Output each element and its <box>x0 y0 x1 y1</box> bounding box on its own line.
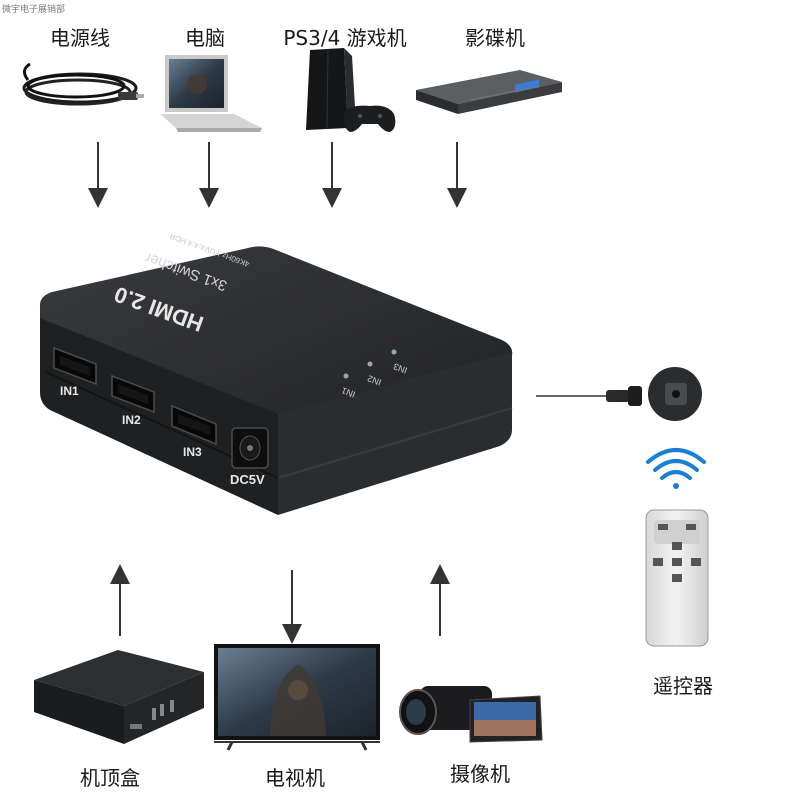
label-set-top-box: 机顶盒 <box>80 766 140 790</box>
wireless-signal-icon <box>646 448 706 489</box>
hdmi-port-in2 <box>111 374 155 414</box>
hdmi-port-in1 <box>53 346 97 386</box>
camcorder-icon <box>399 686 543 743</box>
label-game-console: PS3/4 游戏机 <box>283 26 407 50</box>
label-tv: 电视机 <box>265 766 325 790</box>
label-computer: 电脑 <box>185 26 225 50</box>
label-camcorder: 摄像机 <box>450 762 510 786</box>
label-dvd-player: 影碟机 <box>465 26 525 50</box>
power-label: DC5V <box>230 472 265 487</box>
hdmi-switcher <box>40 246 513 515</box>
remote-control-icon <box>645 509 709 647</box>
port-label-in3: IN3 <box>183 445 202 459</box>
led-label-in1: IN1 <box>340 385 357 399</box>
game-console-icon <box>306 48 396 132</box>
led-label-in3: IN3 <box>392 361 409 375</box>
led-indicators <box>343 349 397 379</box>
led-label-in2: IN2 <box>366 373 383 387</box>
set-top-box-icon <box>34 650 204 744</box>
laptop-icon <box>160 55 262 132</box>
hdmi-port-in3 <box>171 404 217 446</box>
ir-receiver-icon <box>606 367 702 421</box>
port-label-in1: IN1 <box>60 384 79 398</box>
dvd-player-icon <box>416 70 562 114</box>
dc-power-jack <box>231 427 269 469</box>
label-remote: 遥控器 <box>653 674 713 698</box>
watermark-text: 微宇电子展销部 <box>2 5 66 15</box>
tv-icon <box>214 644 380 751</box>
label-power-cable: 电源线 <box>50 26 110 50</box>
port-label-in2: IN2 <box>122 413 141 427</box>
power-cable-icon <box>22 62 144 106</box>
